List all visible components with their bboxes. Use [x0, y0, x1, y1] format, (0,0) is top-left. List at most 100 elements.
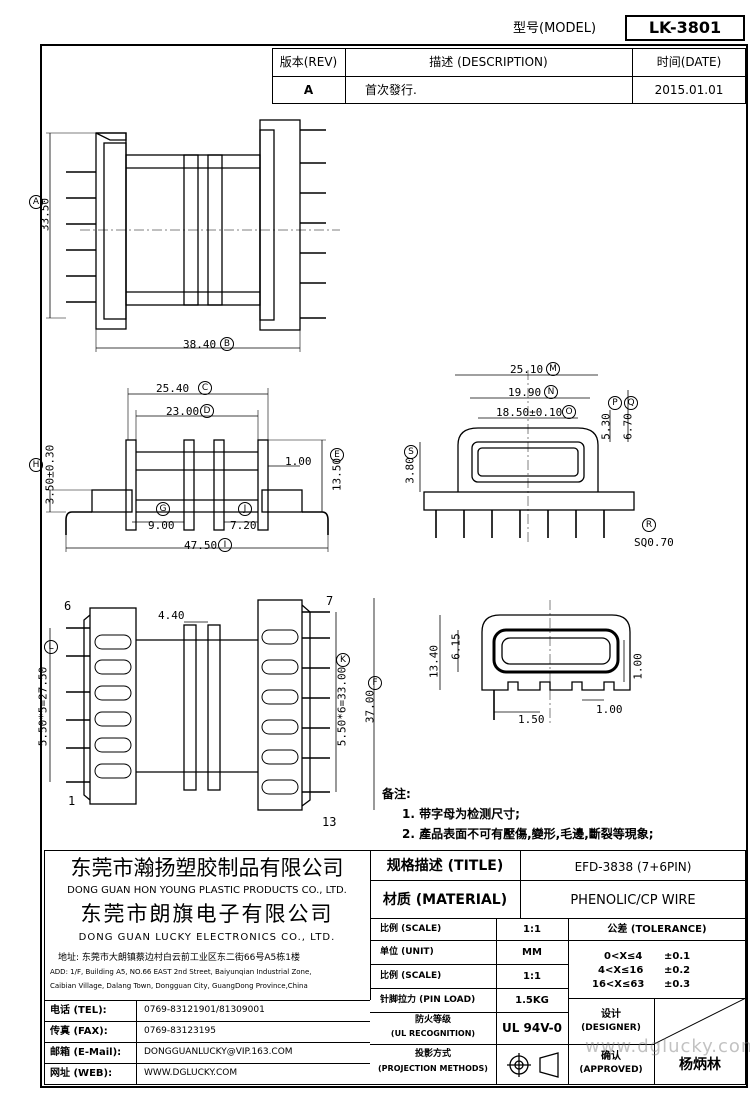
unit-value: MM: [522, 947, 542, 958]
marker-j: J: [238, 502, 252, 516]
company-name-2-cn: 东莞市朗旗电子有限公司: [80, 902, 334, 926]
pin-load-label: 针脚拉力 (PIN LOAD): [380, 995, 476, 1005]
company-name-1-cn: 东莞市瀚扬塑胶制品有限公司: [70, 856, 344, 880]
date-value: 2015.01.01: [654, 83, 724, 97]
marker-s: S: [404, 445, 418, 459]
mail-value[interactable]: DONGGUANLUCKY@VIP.163.COM: [144, 1047, 293, 1057]
designer-label-1: 设计: [601, 1009, 621, 1020]
tel-value: 0769-83121901/81309001: [144, 1005, 265, 1015]
marker-g: G: [156, 502, 170, 516]
tolerance-3-value: ±0.3: [664, 979, 691, 990]
dim-f: 1.00: [285, 455, 312, 468]
scale-label: 比例 (SCALE): [380, 924, 442, 934]
dim-100b: 1.00: [596, 703, 623, 716]
tolerance-3: 16<X≤63: [592, 979, 645, 990]
approved-name: 杨炳林: [679, 1057, 721, 1073]
dim-b: 38.40: [183, 338, 217, 351]
rev-value: A: [303, 83, 314, 97]
tolerance-2-value: ±0.2: [664, 965, 691, 976]
projection-symbol-icon: [507, 1052, 559, 1078]
tolerance-1: 0<X≤4: [604, 951, 643, 962]
title-label: 规格描述 (TITLE): [386, 858, 504, 874]
tolerance-2: 4<X≤16: [598, 965, 644, 976]
dim-c: 25.40: [156, 382, 190, 395]
material-label: 材质 (MATERIAL): [382, 892, 508, 908]
marker-l: L: [44, 640, 58, 654]
pin-1: 1: [68, 794, 76, 808]
marker-r: R: [642, 518, 656, 532]
marker-m: M: [546, 362, 560, 376]
desc-col-header: 描述 (DESCRIPTION): [429, 55, 548, 69]
dim-440: 4.40: [158, 609, 185, 622]
watermark: www.dglucky.com: [585, 1036, 750, 1057]
dim-150: 1.50: [518, 713, 545, 726]
dim-d: 23.00: [166, 405, 200, 418]
tel-label: 电话 (TEL):: [50, 1005, 107, 1016]
tolerance-1-value: ±0.1: [664, 951, 691, 962]
title-block: [44, 850, 746, 1085]
scale2-label: 比例 (SCALE): [380, 971, 442, 981]
notes-title: 备注:: [382, 787, 411, 801]
model-box: [625, 15, 745, 41]
dim-n: 19.90: [508, 386, 542, 399]
projection-label-1: 投影方式: [414, 1049, 451, 1059]
marker-c: C: [198, 381, 212, 395]
pin-load-value: 1.5KG: [515, 995, 549, 1006]
marker-e: E: [330, 448, 344, 462]
mail-label: 邮箱 (E-Mail):: [50, 1047, 122, 1058]
model-value: LK-3801: [648, 18, 722, 37]
designer-slash: [654, 998, 746, 1044]
desc-value: 首次發行.: [365, 83, 417, 97]
scale2-value: 1:1: [523, 971, 541, 982]
marker-h: H: [29, 458, 43, 472]
company-name-2-en: DONG GUAN LUCKY ELECTRONICS CO., LTD.: [78, 932, 336, 943]
ul-label-2: (UL RECOGNITION): [390, 1029, 476, 1038]
pin-6: 6: [64, 599, 72, 613]
dim-r: SQ0.70: [634, 536, 674, 549]
ul-label-1: 防火等级: [414, 1015, 451, 1025]
material-value: PHENOLIC/CP WIRE: [570, 893, 696, 908]
marker-o: O: [562, 405, 576, 419]
marker-p: P: [608, 396, 622, 410]
marker-a: A: [29, 195, 43, 209]
dim-100a: 1.00: [631, 653, 645, 680]
approved-label-2: (APPROVED): [579, 1065, 643, 1075]
approved-label-1: 确认: [601, 1051, 621, 1062]
projection-label-2: (PROJECTION METHODS): [378, 1064, 488, 1073]
marker-k: K: [336, 653, 350, 667]
company-address-en-2: Caibian Village, Dalang Town, Dongguan C…: [50, 982, 308, 990]
marker-b: B: [220, 337, 234, 351]
web-value[interactable]: WWW.DGLUCKY.COM: [144, 1068, 238, 1078]
date-col-header: 时间(DATE): [656, 55, 722, 69]
dim-g: 9.00: [148, 519, 175, 532]
marker-f: F: [368, 676, 382, 690]
company-name-1-en: DONG GUAN HON YOUNG PLASTIC PRODUCTS CO.…: [67, 885, 347, 896]
tolerance-label: 公差 (TOLERANCE): [607, 924, 707, 935]
dim-j: 7.20: [230, 519, 257, 532]
title-value: EFD-3838 (7+6PIN): [574, 860, 692, 874]
dim-h: 3.50±0.30: [43, 444, 57, 505]
company-address-en-1: ADD: 1/F, Building A5, NO.66 EAST 2nd St…: [50, 968, 312, 976]
scale-value: 1:1: [523, 924, 541, 935]
dim-k: 5.50*6=33.00: [335, 666, 349, 747]
dim-i: 47.50: [184, 539, 218, 552]
fax-value: 0769-83123195: [144, 1026, 216, 1036]
dim-1340: 13.40: [427, 644, 441, 679]
model-label: 型号(MODEL): [513, 21, 597, 36]
marker-n: N: [544, 385, 558, 399]
note-1: 1. 带字母为检测尺寸;: [402, 807, 520, 821]
pin-13: 13: [322, 815, 337, 829]
dim-o: 18.50±0.10: [496, 406, 563, 419]
marker-i: I: [218, 538, 232, 552]
dim-m: 25.10: [510, 363, 544, 376]
web-label: 网址 (WEB):: [50, 1068, 113, 1079]
dim-l: 5.50*5=27.50: [36, 666, 50, 747]
drawing-border: [40, 44, 748, 1088]
rev-col-header: 版本(REV): [279, 55, 338, 69]
marker-d: D: [200, 404, 214, 418]
unit-label: 单位 (UNIT): [380, 947, 434, 957]
dim-q: 6.70: [621, 413, 635, 440]
dim-615: 6.15: [449, 633, 463, 660]
designer-label-2: (DESIGNER): [581, 1023, 641, 1033]
note-2: 2. 產品表面不可有壓傷,變形,毛邊,斷裂等現象;: [402, 827, 654, 841]
